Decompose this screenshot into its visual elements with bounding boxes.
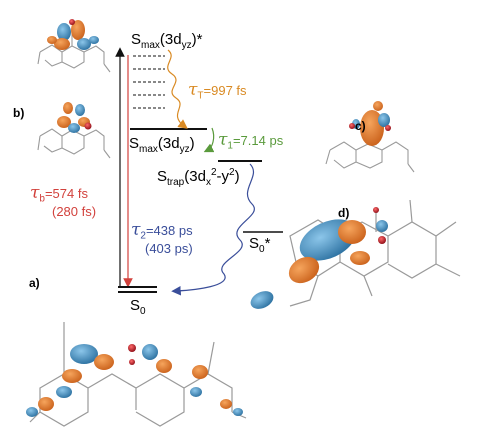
panel-label-a: a) — [29, 276, 40, 290]
molecule-a — [29, 322, 247, 427]
state-strap: Strap(3dx2-y2) — [157, 167, 240, 188]
orbital-a — [26, 344, 243, 417]
orbital-smax-star — [47, 19, 99, 50]
lifetime-tau1: τ1=7.14 ps — [218, 130, 284, 152]
molecule-smax-star — [37, 30, 111, 73]
molecule-d — [289, 199, 461, 307]
molecule-c — [325, 141, 415, 173]
orbital-d — [250, 207, 388, 309]
tau2-arrow — [171, 163, 255, 296]
tau1-arrow — [203, 127, 215, 153]
molecule-b — [37, 128, 111, 159]
panel-label-c: c) — [355, 119, 366, 133]
state-smax: Smax(3dyz) — [129, 135, 195, 155]
lifetime-tau2-alt: (403 ps) — [145, 241, 193, 256]
panel-label-d: d) — [338, 206, 350, 220]
panel-label-b: b) — [13, 106, 25, 120]
orbital-c — [349, 101, 391, 146]
state-s0-star: S0* — [249, 235, 271, 255]
state-s0: S0 — [130, 297, 146, 317]
orbital-b — [57, 102, 92, 133]
lifetime-taub: τb=574 fs — [30, 183, 88, 205]
state-smax-star: Smax(3dyz)* — [131, 31, 203, 51]
lifetime-tau2: τ2=438 ps — [131, 220, 193, 242]
lifetime-taub-alt: (280 fs) — [52, 204, 97, 219]
vibrational-levels — [133, 55, 165, 109]
tauT-arrow — [167, 49, 188, 129]
lifetime-tauT: τT=997 fs — [188, 80, 247, 102]
